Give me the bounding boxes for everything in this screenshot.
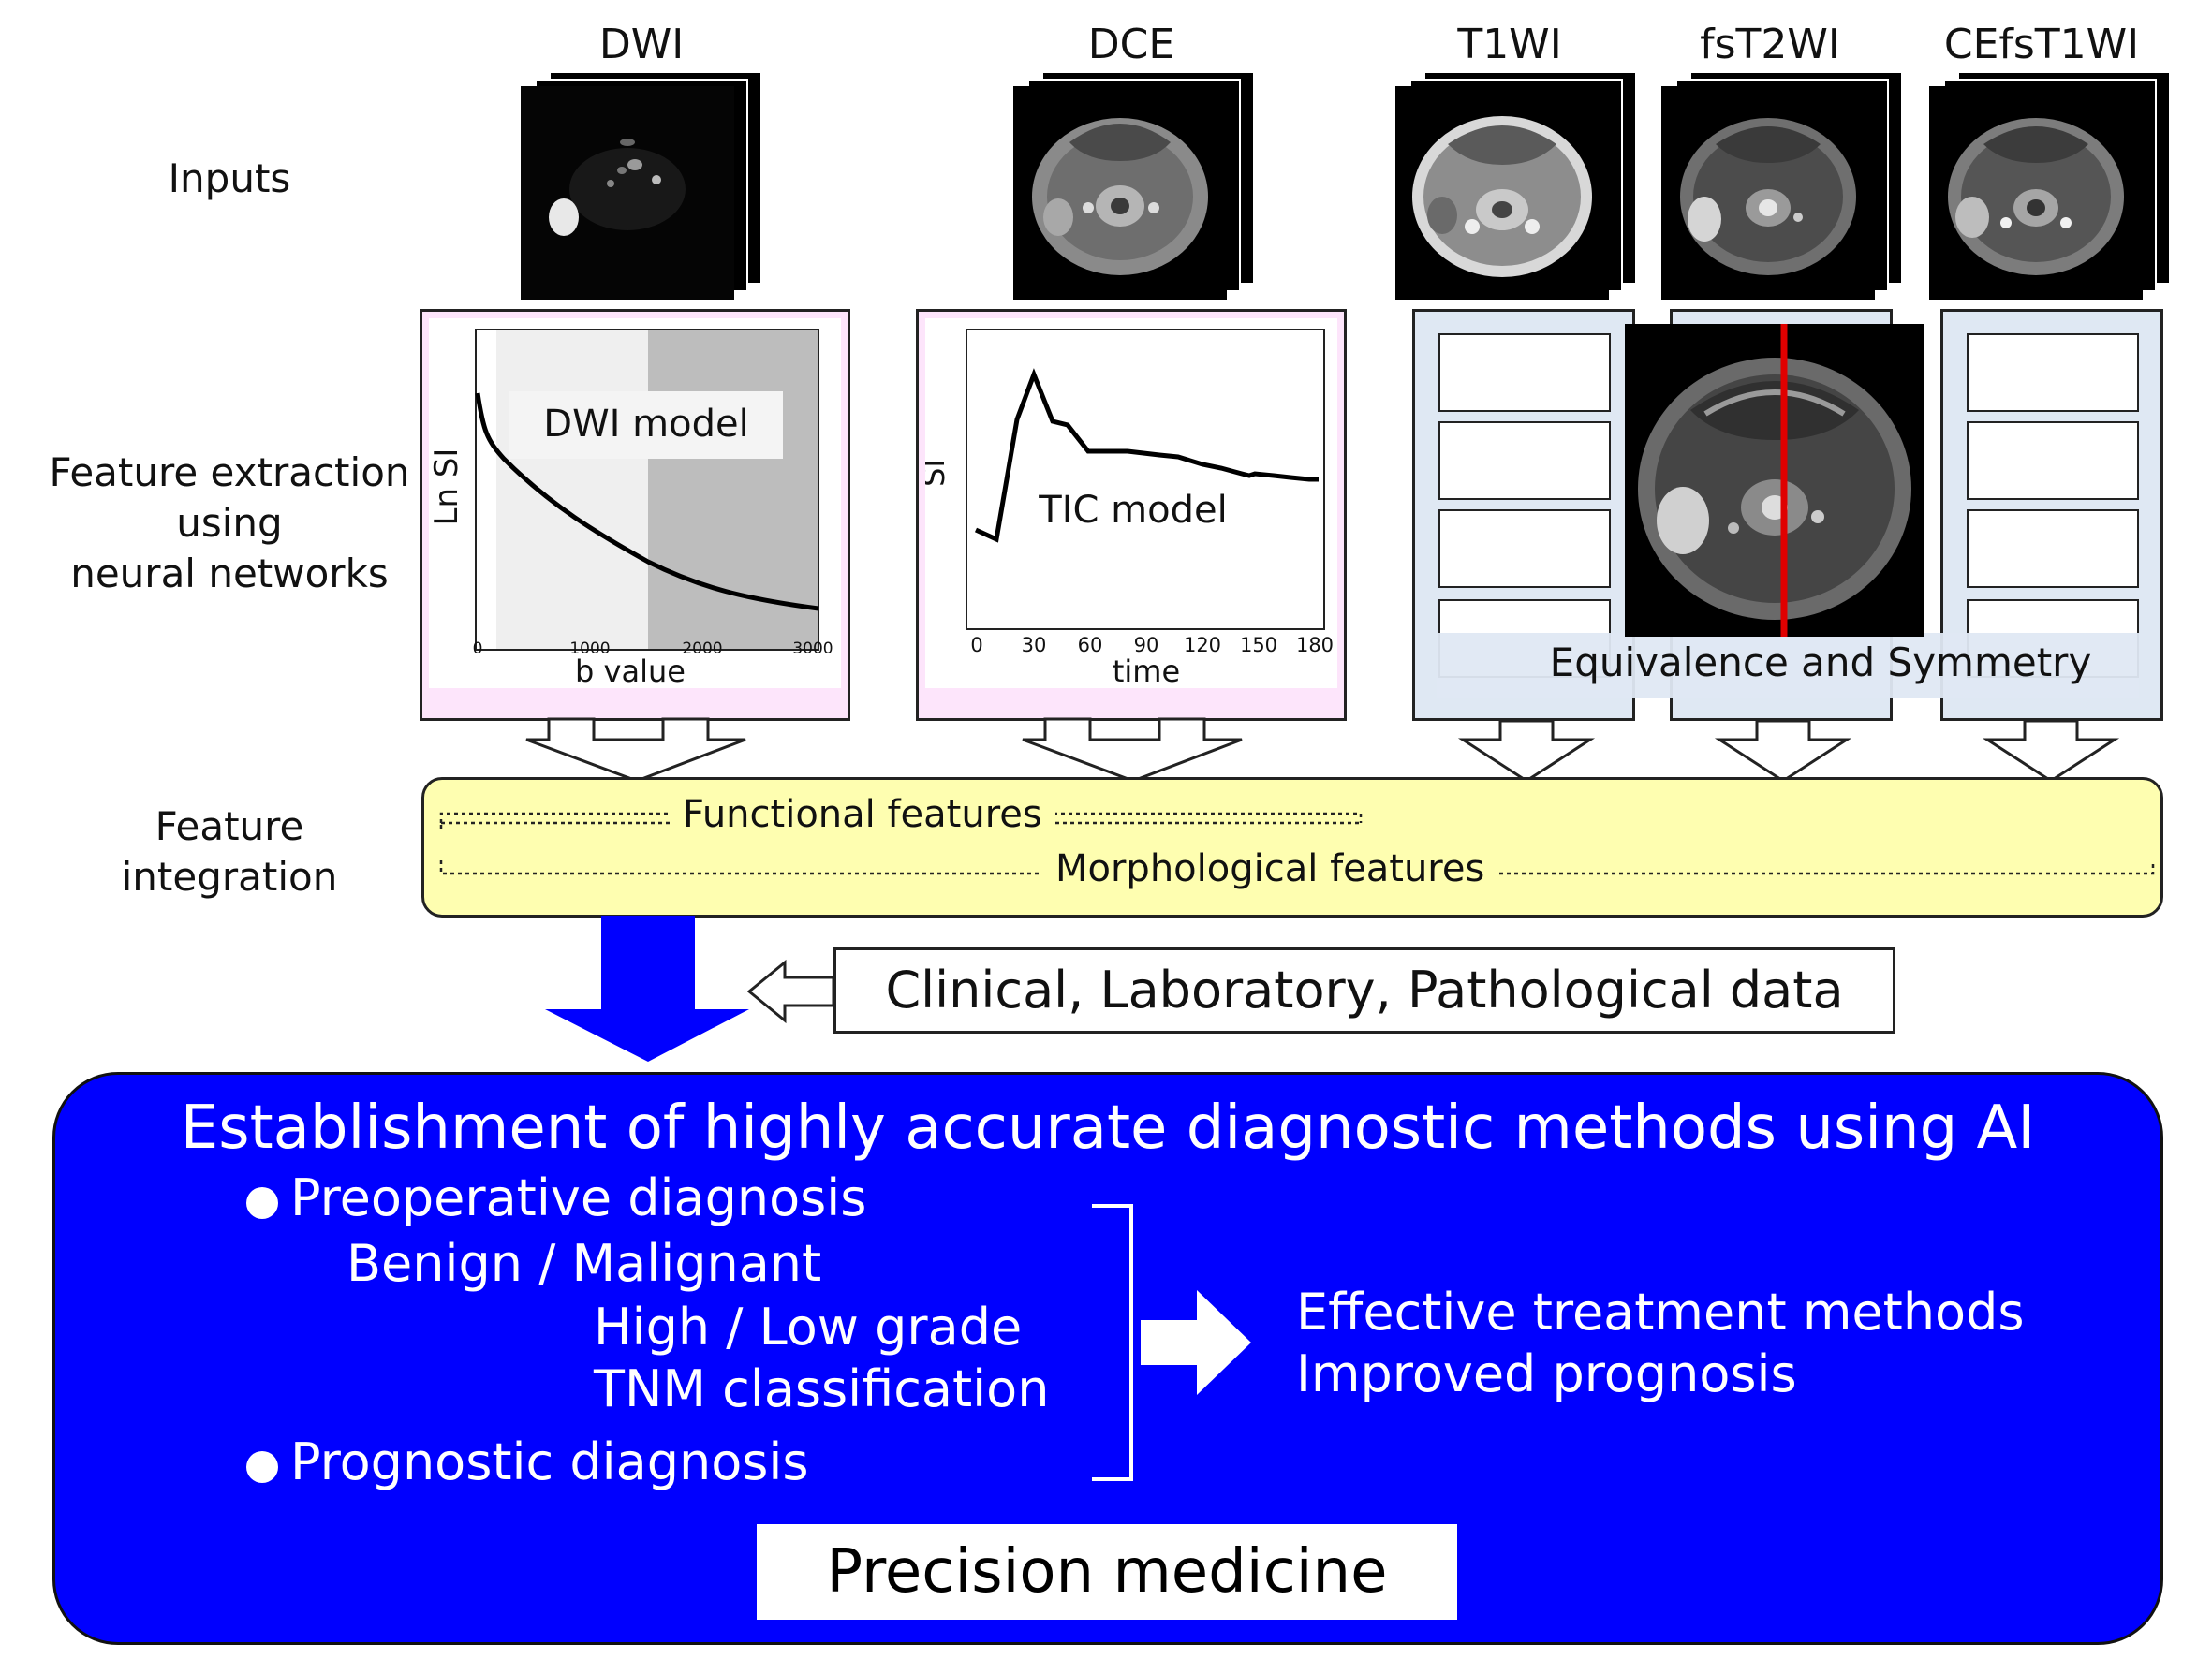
feature-integration-box: Functional features Morphological featur… xyxy=(421,777,2163,918)
precision-medicine-box: Precision medicine xyxy=(757,1524,1457,1620)
dwi-xtick: 1000 xyxy=(569,639,610,658)
inputs-label: Inputs xyxy=(168,155,291,201)
t1wi-scan-image xyxy=(1395,86,1609,300)
feature-extraction-label: Feature extraction using neural networks xyxy=(49,449,410,596)
improved-prognosis: Improved prognosis xyxy=(1296,1344,1797,1403)
dwi-xlabel: b value xyxy=(575,653,686,688)
clinical-data-box: Clinical, Laboratory, Pathological data xyxy=(833,947,1895,1034)
feature-box xyxy=(1438,509,1611,588)
feature-box xyxy=(1967,421,2139,500)
modality-dce-title: DCE xyxy=(1087,21,1175,68)
prognostic-diagnosis: Prognostic diagnosis xyxy=(290,1432,809,1491)
cefst1wi-down-arrow xyxy=(1982,719,2120,783)
cefst1wi-scan-image xyxy=(1929,86,2143,300)
dwi-scan-image xyxy=(521,86,734,300)
dwi-down-arrow xyxy=(525,717,746,783)
benign-malignant: Benign / Malignant xyxy=(347,1234,822,1293)
ai-box-title: Establishment of highly accurate diagnos… xyxy=(180,1094,2036,1163)
morphological-features-label: Morphological features xyxy=(1042,847,1498,890)
prognostic-bullet-icon xyxy=(246,1451,278,1483)
clinical-data-arrow xyxy=(747,959,835,1024)
feature-box xyxy=(1438,421,1611,500)
tic-model-chart: TIC model SI 0 30 60 90 120 150 180 time xyxy=(925,318,1337,688)
outcome-bracket-arrow xyxy=(1092,1204,1251,1481)
integration-to-ai-arrow xyxy=(545,916,749,1062)
fst2wi-scan-image xyxy=(1661,86,1875,300)
dwi-ylabel: Ln SI xyxy=(429,448,465,526)
tic-xlabel: time xyxy=(1113,653,1180,688)
effective-treatment: Effective treatment methods xyxy=(1296,1283,2025,1342)
modality-cefst1wi-title: CEfsT1WI xyxy=(1943,21,2140,68)
equivalence-band xyxy=(1437,633,2139,698)
dce-scan-image xyxy=(1013,86,1227,300)
high-low-grade: High / Low grade xyxy=(594,1298,1023,1357)
equivalence-symmetry-label: Equivalence and Symmetry xyxy=(1549,639,2092,685)
tic-xtick: 150 xyxy=(1240,634,1277,656)
t1wi-down-arrow xyxy=(1457,719,1596,783)
feature-box xyxy=(1967,509,2139,588)
tic-xtick: 120 xyxy=(1184,634,1221,656)
dwi-model-chart: DWI model Ln SI 0 1000 2000 3000 b value xyxy=(429,318,841,688)
feature-box xyxy=(1438,333,1611,412)
feature-integration-label: Feature integration xyxy=(121,803,338,900)
tnm-classification: TNM classification xyxy=(594,1359,1050,1418)
tic-xtick: 0 xyxy=(970,634,982,656)
preoperative-diagnosis: Preoperative diagnosis xyxy=(290,1168,867,1227)
fst2wi-down-arrow xyxy=(1714,719,1852,783)
dwi-model-label: DWI model xyxy=(543,403,748,446)
dwi-xtick: 0 xyxy=(473,639,483,658)
feature-box xyxy=(1967,333,2139,412)
modality-dwi-title: DWI xyxy=(598,21,685,68)
tic-xtick: 180 xyxy=(1296,634,1334,656)
dwi-xtick: 2000 xyxy=(682,639,722,658)
tic-ylabel: SI xyxy=(925,459,951,487)
dce-down-arrow xyxy=(1022,717,1243,783)
modality-t1wi-title: T1WI xyxy=(1457,21,1562,68)
tic-xtick: 90 xyxy=(1134,634,1159,656)
tic-xtick: 30 xyxy=(1022,634,1047,656)
functional-features-label: Functional features xyxy=(670,793,1055,836)
dwi-xtick: 3000 xyxy=(792,639,833,658)
modality-fst2wi-title: fsT2WI xyxy=(1700,21,1840,68)
symmetry-scan-image xyxy=(1625,324,1924,637)
preop-bullet-icon xyxy=(246,1187,278,1219)
tic-model-label: TIC model xyxy=(1038,489,1227,532)
tic-xtick: 60 xyxy=(1078,634,1103,656)
